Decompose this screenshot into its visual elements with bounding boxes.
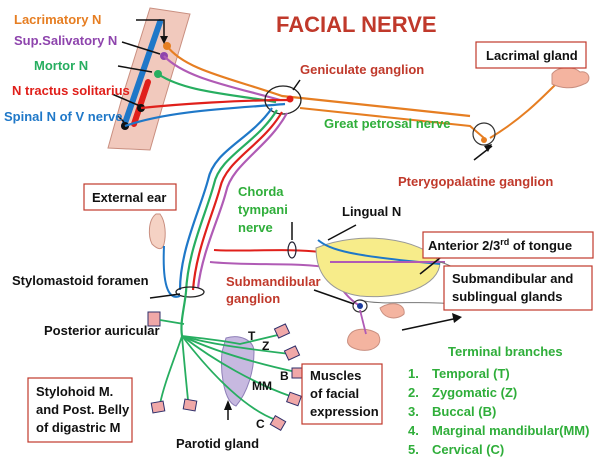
label-geniculate: Geniculate ganglion	[300, 62, 424, 77]
fiber-spinal-v	[124, 102, 286, 128]
terminal-heading: Terminal branches	[448, 344, 563, 359]
tongue-box	[422, 231, 594, 259]
page-title: FACIAL NERVE	[276, 12, 437, 37]
post-aur-fiber	[159, 319, 185, 325]
trunk-lower	[180, 291, 188, 337]
label-chorda-1: Chorda	[238, 184, 284, 199]
ptery-dot	[481, 137, 487, 143]
lacrimal-fiber	[489, 83, 557, 139]
terminal-item-num: 5.	[408, 442, 419, 457]
letter-c: C	[256, 417, 265, 431]
external-ear	[148, 213, 166, 250]
terminal-item-num: 4.	[408, 423, 419, 438]
descending-purple	[196, 112, 288, 289]
terminal-item-label: Cervical (C)	[432, 442, 504, 457]
label-motor: Mortor N	[34, 58, 88, 73]
label-posterior-auricular: Posterior auricular	[44, 323, 160, 338]
label-tongue: Anterior 2/3rd of tongue	[428, 237, 572, 253]
posterior-auricular-muscle	[147, 311, 161, 327]
terminal-item-label: Buccal (B)	[432, 404, 496, 419]
geniculate-dot	[286, 95, 294, 103]
letter-t: T	[248, 329, 256, 343]
label-muscles-1: Muscles	[310, 368, 361, 383]
letter-z: Z	[262, 339, 269, 353]
label-muscles-3: expression	[310, 404, 379, 419]
terminal-item-label: Marginal mandibular(MM)	[432, 423, 589, 438]
terminal-item-num: 1.	[408, 366, 419, 381]
label-great-petrosal: Great petrosal nerve	[324, 116, 450, 131]
label-external-ear: External ear	[92, 190, 166, 205]
label-stylohoid-2: and Post. Belly	[36, 402, 130, 417]
submandibular-gland	[347, 328, 381, 351]
terminal-item-num: 3.	[408, 404, 419, 419]
tongue	[315, 237, 441, 298]
stylohoid-box	[27, 377, 133, 443]
label-lacrimal-gland: Lacrimal gland	[486, 48, 578, 63]
external-ear-box	[83, 183, 177, 211]
descending-blue	[178, 107, 273, 291]
sublingual-gland	[379, 303, 405, 319]
great-petrosal-fiber	[299, 107, 485, 139]
ear-loop	[162, 245, 181, 298]
label-stylohoid-1: Stylohoid M.	[36, 384, 113, 399]
terminal-list: 1. Temporal (T) 2. Zygomatic (Z) 3. Buccal (B…	[408, 366, 589, 457]
lacrimal-gland	[551, 67, 590, 89]
muscle-blocks	[150, 323, 305, 432]
arrowheads	[160, 36, 492, 410]
label-chorda-3: nerve	[238, 220, 273, 235]
label-submandibular-2: ganglion	[226, 291, 280, 306]
letter-mm: MM	[252, 379, 272, 393]
label-glands-1: Submandibular and	[452, 271, 573, 286]
terminal-item-label: Temporal (T)	[432, 366, 510, 381]
submand-dot	[357, 303, 363, 309]
fiber-lacrimatory	[166, 45, 471, 118]
label-lacrimatory: Lacrimatory N	[14, 12, 101, 27]
label-salivatory: Sup.Salivatory N	[14, 33, 117, 48]
brainstem	[107, 7, 191, 151]
descending-green	[184, 109, 278, 293]
chorda-ellipse	[287, 241, 297, 259]
geniculate-ganglion	[264, 85, 302, 115]
label-lingual: Lingual N	[342, 204, 401, 219]
label-stylomastoid: Stylomastoid foramen	[12, 273, 149, 288]
terminal-branch-fibers	[159, 333, 297, 421]
label-pterygopalatine: Pterygopalatine ganglion	[398, 174, 553, 189]
lacrimal-gland-box	[475, 41, 587, 69]
terminal-item-label: Zygomatic (Z)	[432, 385, 517, 400]
descending-red	[191, 111, 283, 291]
pterygopalatine-ganglion	[472, 122, 496, 146]
label-chorda-2: tympani	[238, 202, 288, 217]
label-glands-2: sublingual glands	[452, 289, 563, 304]
label-spinal-v: Spinal N of V nerve	[4, 109, 122, 124]
gland-fiber	[359, 309, 367, 335]
solitarius-nucleus	[131, 79, 151, 127]
label-muscles-2: of facial	[310, 386, 359, 401]
muscles-box	[301, 363, 383, 425]
label-parotid: Parotid gland	[176, 436, 259, 451]
spinal-v-nucleus	[121, 19, 163, 129]
label-solitarius: N tractus solitarius	[12, 83, 130, 98]
terminal-item-num: 2.	[408, 385, 419, 400]
letter-b: B	[280, 369, 289, 383]
glands-box	[443, 265, 593, 311]
fiber-solitarius	[140, 98, 291, 110]
fiber-salivatory	[163, 55, 281, 102]
label-stylohoid-3: of digastric M	[36, 420, 121, 435]
label-submandibular-1: Submandibular	[226, 274, 321, 289]
stylomastoid-foramen	[175, 286, 205, 298]
